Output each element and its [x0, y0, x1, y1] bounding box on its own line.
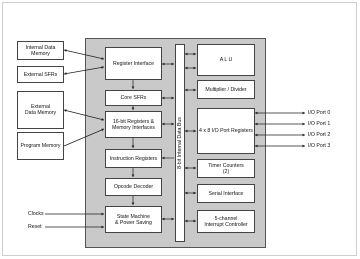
- registers-16bit-block: 16-bit Registers &Memory Interfaces: [105, 111, 162, 138]
- program-memory-block: Program Memory: [17, 132, 64, 160]
- io-port-2-label: I/O Port 2: [308, 132, 331, 138]
- internal-data-bus: [175, 44, 185, 242]
- timer-counters-line-2: (2): [222, 168, 230, 175]
- registers-16bit-line-1: 16-bit Registers &: [112, 118, 155, 125]
- external-sfrs-label: External SFRs: [23, 71, 58, 78]
- interrupt-controller-line-1: 5-channel: [214, 215, 238, 222]
- clocks-label: Clocks: [28, 211, 44, 217]
- state-machine-line-2: & Power Saving: [115, 219, 152, 226]
- opcode-decoder-label: Opcode Decoder: [113, 184, 154, 190]
- program-memory-label: Program Memory: [20, 143, 61, 149]
- timer-counters-line-1: Timer Counters: [208, 162, 244, 169]
- alu-block: A L U: [197, 44, 255, 76]
- register-interface-block: Register Interface: [105, 47, 162, 80]
- link-program-memory: [63, 128, 105, 147]
- timer-counters-block: Timer Counters(2): [197, 159, 255, 178]
- internal-data-memory-line-2: Memory: [31, 50, 50, 57]
- multiplier-divider-label: Multiplier / Divider: [205, 86, 247, 93]
- core-sfrs-label: Core SFRs: [120, 95, 147, 101]
- external-data-memory-line-1: External: [30, 104, 50, 110]
- core-sfrs-block: Core SFRs: [105, 90, 162, 106]
- io-port-3-label: I/O Port 3: [308, 143, 331, 149]
- register-interface-label: Register Interface: [113, 60, 154, 67]
- instruction-registers-label: Instruction Registers: [109, 155, 158, 162]
- io-port-0-label: I/O Port 0: [308, 110, 331, 116]
- external-data-memory-line-2: Data Memory: [24, 110, 57, 116]
- link-external-data-memory: [63, 109, 105, 121]
- state-machine-line-1: State Machine: [116, 213, 151, 220]
- io-port-registers-block: 4 x 8 I/O Port Registers: [197, 108, 255, 154]
- link-external-sfrs: [63, 66, 105, 75]
- external-sfrs-block: External SFRs: [17, 66, 64, 83]
- serial-interface-label: Serial Interface: [208, 190, 244, 197]
- state-machine-block: State Machine& Power Saving: [105, 206, 162, 233]
- internal-data-memory-line-1: Internal Data: [25, 44, 56, 51]
- io-port-1-label: I/O Port 1: [308, 121, 331, 127]
- alu-label: A L U: [219, 57, 233, 63]
- multiplier-divider-block: Multiplier / Divider: [197, 80, 255, 99]
- reset-label: Reset: [28, 224, 42, 230]
- serial-interface-block: Serial Interface: [197, 184, 255, 203]
- opcode-decoder-block: Opcode Decoder: [105, 178, 162, 196]
- interrupt-controller-line-2: Interrupt Controller: [204, 221, 248, 228]
- diagram-frame: [2, 2, 357, 256]
- io-port-registers-label: 4 x 8 I/O Port Registers: [199, 128, 253, 134]
- instruction-registers-block: Instruction Registers: [105, 149, 162, 168]
- registers-16bit-line-2: Memory Interfaces: [112, 124, 155, 131]
- link-internal-data-memory: [63, 49, 105, 60]
